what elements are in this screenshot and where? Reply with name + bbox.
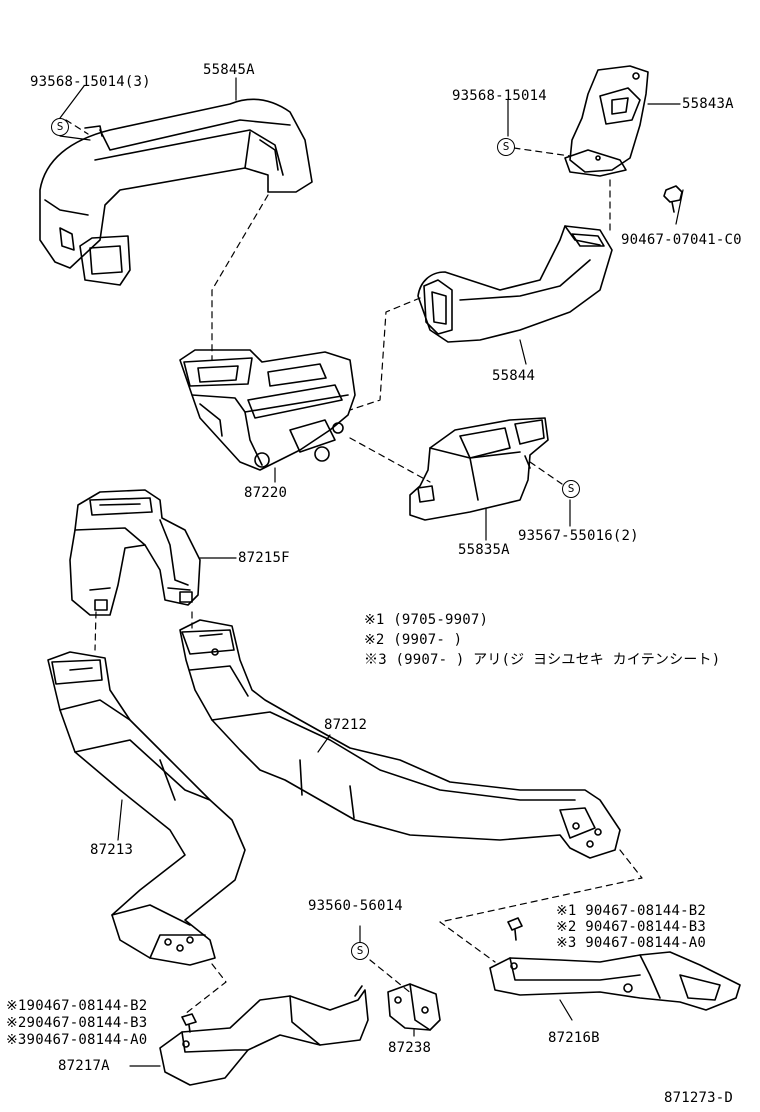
label-bolt-left-3: ※390467-08144-A0 — [6, 1032, 148, 1048]
label-part-87220: 87220 — [244, 485, 288, 501]
legend-item-2: ※2 (9907- ) — [364, 632, 463, 648]
label-part-55843A: 55843A — [682, 96, 734, 112]
screw-symbol-icon: S — [497, 138, 515, 156]
leader-lines — [59, 77, 684, 1067]
part-87213-drawing — [47, 651, 246, 966]
label-part-93560-56014: 93560-56014 — [308, 898, 403, 914]
label-bolt-left-2: ※290467-08144-B3 — [6, 1015, 148, 1031]
label-bolt-right-1: ※1 90467-08144-B2 — [556, 903, 706, 919]
part-87212-drawing — [179, 619, 621, 859]
legend-item-1: ※1 (9705-9907) — [364, 612, 489, 628]
part-55844-drawing — [417, 225, 613, 343]
dashed-connectors — [65, 119, 643, 1015]
label-part-93567-55016: 93567-55016(2) — [518, 528, 639, 544]
part-87215F-drawing — [69, 489, 201, 616]
bolt-left-drawing — [181, 1013, 197, 1033]
screw-symbol-icon: S — [562, 480, 580, 498]
label-bolt-right-3: ※3 90467-08144-A0 — [556, 935, 706, 951]
diagram-code: 871273-D — [664, 1090, 734, 1106]
label-part-87216B: 87216B — [548, 1030, 600, 1046]
label-part-90467-07041: 90467-07041-C0 — [621, 232, 742, 248]
label-part-87215F: 87215F — [238, 550, 290, 566]
screw-symbol-icon: S — [351, 942, 369, 960]
label-bolt-left-1: ※190467-08144-B2 — [6, 998, 148, 1014]
legend-item-3: ※3 (9907- ) アリ(ジ ヨシユセキ カイテンシート) — [364, 652, 721, 668]
label-bolt-right-2: ※2 90467-08144-B3 — [556, 919, 706, 935]
bolt-right-drawing — [507, 917, 523, 941]
screw-symbol-icon: S — [51, 118, 69, 136]
label-part-87212: 87212 — [324, 717, 368, 733]
label-part-55835A: 55835A — [458, 542, 510, 558]
bolt-90467-07041-drawing — [663, 185, 683, 213]
label-part-93568-15014-3: 93568-15014(3) — [30, 74, 151, 90]
part-87216B-drawing — [489, 951, 741, 1011]
part-55845A-drawing — [39, 98, 313, 286]
label-part-55844: 55844 — [492, 368, 536, 384]
part-87238-drawing — [387, 983, 441, 1031]
part-55835A-drawing — [409, 417, 549, 521]
part-87220-drawing — [179, 349, 356, 471]
label-part-87213: 87213 — [90, 842, 134, 858]
label-part-93568-15014: 93568-15014 — [452, 88, 547, 104]
part-87217A-drawing — [159, 985, 369, 1086]
label-part-87217A: 87217A — [58, 1058, 110, 1074]
label-part-87238: 87238 — [388, 1040, 432, 1056]
part-55843A-drawing — [564, 65, 649, 177]
label-part-55845A: 55845A — [203, 62, 255, 78]
